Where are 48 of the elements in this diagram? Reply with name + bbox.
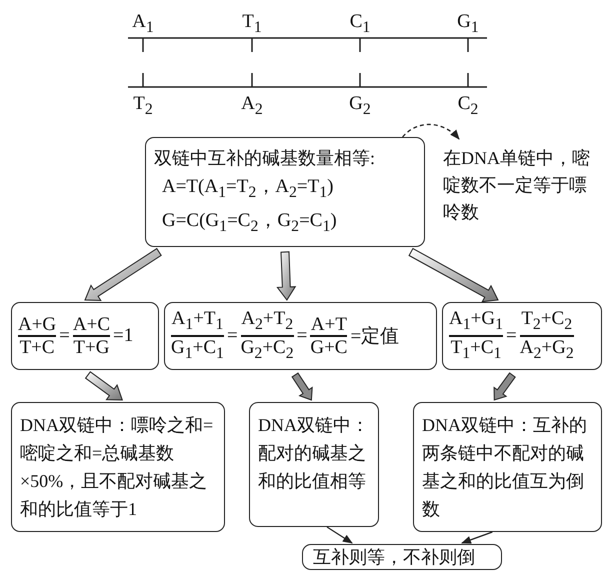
numerator: A$_{1}$+G$_{1}$ xyxy=(449,308,504,336)
base-label: T$_{2}$ xyxy=(133,94,153,120)
denominator: A$_{2}$+G$_{2}$ xyxy=(520,336,574,364)
equals-text: =定值 xyxy=(350,325,400,349)
numerator: T$_{2}$+C$_{2}$ xyxy=(521,308,572,336)
equals-text: = xyxy=(226,325,238,347)
equation: G=C(G$_{1}$=C$_{2}$，G$_{2}$=C$_{1}$) xyxy=(161,208,338,237)
block-arrow xyxy=(408,248,499,302)
dashed-arrow xyxy=(402,124,460,140)
block-arrow xyxy=(84,248,162,302)
base-label: C$_{1}$ xyxy=(350,12,370,38)
note-text: 在DNA单链中，嘧啶数不一定等于嘌呤数 xyxy=(443,147,591,224)
numerator: A$_{2}$+T$_{2}$ xyxy=(241,308,294,336)
block-arrow xyxy=(276,251,296,301)
numerator: A+G xyxy=(18,314,56,336)
numerator: A$_{1}$+T$_{1}$ xyxy=(172,308,224,336)
base-label: C$_{2}$ xyxy=(458,94,478,120)
numerator: A+T xyxy=(310,314,347,336)
denominator: G$_{2}$+C$_{2}$ xyxy=(240,336,294,364)
arrow xyxy=(461,531,493,544)
equation: A=T(A$_{1}$=T$_{2}$，A$_{2}$=T$_{1}$) xyxy=(161,175,334,203)
denominator: T$_{1}$+C$_{1}$ xyxy=(450,336,502,364)
arrow xyxy=(326,526,353,544)
text-box: DNA双链中：嘌呤之和=嘧啶之和=总碱基数×50%，且不配对碱基之和的比值等于1 xyxy=(11,402,225,532)
base-label: A$_{2}$ xyxy=(241,94,263,120)
box-heading: 双链中互补的碱基数量相等: xyxy=(154,147,376,170)
text-box: 互补则等，不补则倒 xyxy=(302,544,502,570)
block-arrow xyxy=(291,372,313,401)
formula-box xyxy=(164,302,437,370)
equals-text: = xyxy=(59,325,70,347)
block-arrow xyxy=(84,371,124,401)
formula-box xyxy=(11,302,159,370)
numerator: A+C xyxy=(72,314,110,336)
text-box: DNA双链中：配对的碱基之和的比值相等 xyxy=(249,402,379,527)
denominator: T+G xyxy=(73,336,110,358)
denominator: G$_{1}$+C$_{1}$ xyxy=(171,336,224,364)
base-label: G$_{2}$ xyxy=(349,94,371,120)
base-label: G$_{1}$ xyxy=(457,12,479,38)
base-label: T$_{1}$ xyxy=(242,12,262,38)
text-box: DNA双链中：互补的两条链中不配对的碱基之和的比值互为倒数 xyxy=(413,402,602,532)
denominator: T+C xyxy=(20,336,55,358)
equals-text: = xyxy=(506,325,517,347)
equals-text: = xyxy=(296,325,308,347)
formula-box xyxy=(442,302,602,370)
equals-text: =1 xyxy=(113,325,134,347)
block-arrow xyxy=(494,372,516,401)
denominator: G+C xyxy=(310,336,348,358)
base-label: A$_{1}$ xyxy=(132,12,154,38)
